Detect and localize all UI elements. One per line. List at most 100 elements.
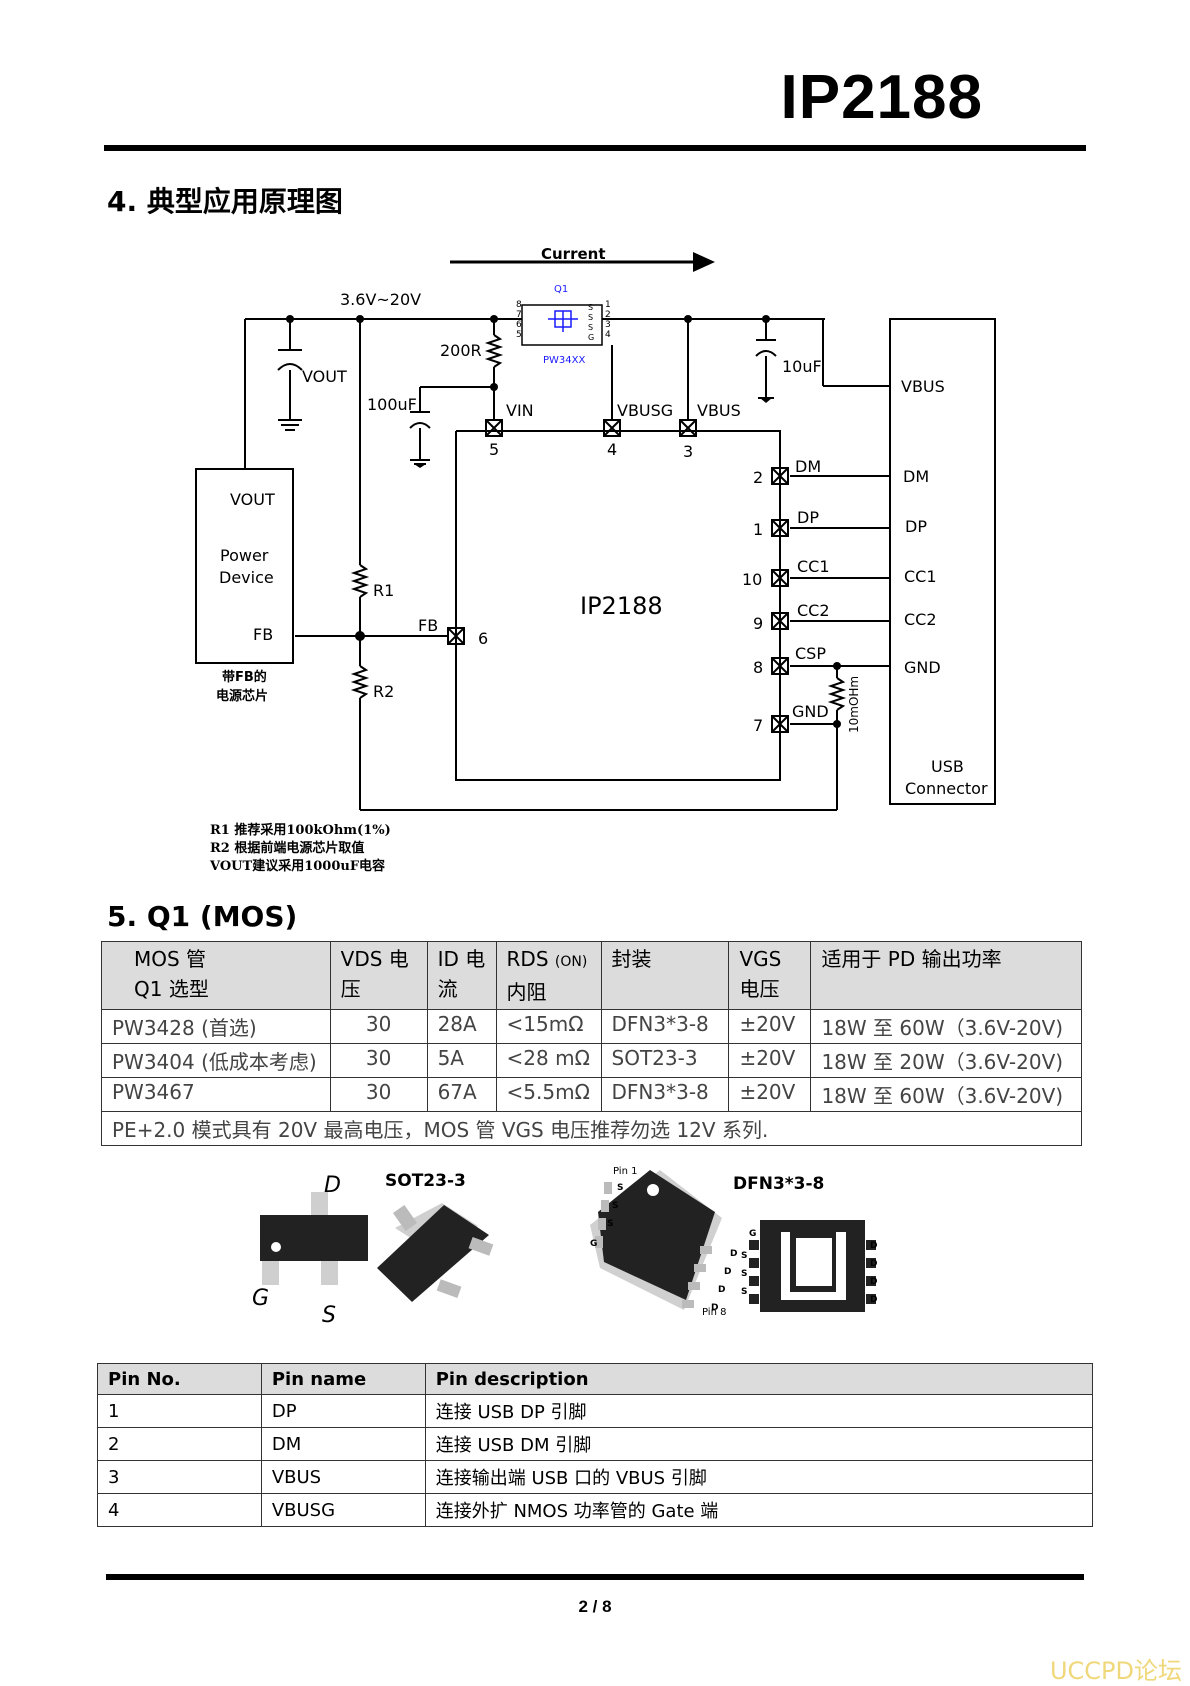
dfn-right-d1: D [730,1249,737,1259]
q1-pin-letter-4: G [588,333,594,342]
dfn-left-g: G [590,1239,597,1249]
resistor-200r-label: 200R [440,341,482,360]
current-label: Current [541,245,606,263]
dfn-pad-s1: S [741,1251,747,1261]
q1-label: Q1 [554,284,568,295]
q1-pin-letter-2: S [588,313,593,322]
note-r1: R1 推荐采用100kOhm(1%) [210,823,391,838]
q1-pin-7: 7 [516,310,522,320]
chip-name: IP2188 [580,592,663,620]
r1-label: R1 [373,581,394,600]
dfn-left-s1: S [617,1183,623,1193]
header-power: 适用于 PD 输出功率 [810,941,1082,1010]
dfn-pad-d4: D [870,1295,877,1305]
header-id: ID 电流 [426,941,497,1010]
dfn-right-d3: D [718,1285,725,1295]
r2-label: R2 [373,682,394,701]
q1-pin-5: 5 [516,330,522,340]
q1-part-label: PW34XX [543,355,585,366]
pin-vin-number: 5 [489,440,499,459]
sot23-pin-g: G [252,1286,269,1311]
dfn-left-s3: S [607,1219,613,1229]
table-header-row: Pin No. Pin name Pin description [97,1363,1094,1395]
header-rds: RDS (ON) 内阻 [495,941,602,1010]
header-rule [104,145,1086,151]
cap-10uf-label: 10uF [782,357,822,376]
usb-cc2: CC2 [904,610,937,629]
usb-gnd: GND [904,658,941,677]
dfn-title: DFN3*3-8 [733,1174,824,1194]
pin-vbusg-label: VBUSG [617,401,673,420]
header-pin-description: Pin description [424,1363,1094,1395]
pin-csp-label: CSP [795,644,826,663]
pin-dp-number: 1 [753,520,763,539]
pin-dm-label: DM [795,457,821,476]
application-schematic: Current 3.6V~20V VOUT 200R 100uF 10uF Q1… [195,245,996,811]
note-vout: VOUT建议采用1000uF电容 [210,859,386,874]
sense-resistor-label: 10mOHm [847,676,861,733]
document-title: IP2188 [780,63,983,132]
table-row: 3 VBUS 连接输出端 USB 口的 VBUS 引脚 [97,1460,1094,1494]
dfn-pad-d3: D [870,1277,877,1287]
table-row: 4 VBUSG 连接外扩 NMOS 功率管的 Gate 端 [97,1493,1094,1527]
header-package: 封装 [600,941,730,1010]
q1-pin-4: 4 [605,330,611,340]
dfn-pad-d1: D [870,1241,877,1251]
pin-cc1-number: 10 [742,570,762,589]
dfn-pad-s3: S [741,1287,747,1297]
pin-csp-number: 8 [753,658,763,677]
dfn-right-d4: D [711,1303,718,1313]
pin-description-table: Pin No. Pin name Pin description 1 DP 连接… [97,1363,1094,1527]
dfn-pad-g: G [749,1229,756,1239]
dfn-left-s2: S [612,1201,618,1211]
table-footnote: PE+2.0 模式具有 20V 最高电压，MOS 管 VGS 电压推荐勿选 12… [101,1111,1082,1146]
pin-fb-number: 6 [478,629,488,648]
q1-pin-letter-3: S [588,323,593,332]
pin-vbusg-number: 4 [607,440,617,459]
dfn-pad-s2: S [741,1269,747,1279]
current-arrow-head [693,252,715,272]
power-device-fb: FB [253,625,273,644]
table-row: PW3467 30 67A <5.5mΩ DFN3*3-8 ±20V 18W 至… [101,1077,1082,1112]
pin-dm-number: 2 [753,468,763,487]
usb-name-2: Connector [905,779,988,798]
power-device-caption-1: 带FB的 [222,669,267,685]
q1-pin-letter-1: S [588,303,593,312]
dfn-right-d2: D [724,1267,731,1277]
table-row: 1 DP 连接 USB DP 引脚 [97,1394,1094,1428]
pin-gnd-label: GND [792,702,829,721]
cap-100uf-label: 100uF [367,395,417,414]
vout-cap-label: VOUT [302,367,347,386]
usb-name-1: USB [931,757,964,776]
header-pin-no: Pin No. [97,1363,262,1395]
table-row: PW3428 (首选) 30 28A <15mΩ DFN3*3-8 ±20V 1… [101,1009,1082,1044]
q1-pin-2: 2 [605,310,611,320]
power-device-name-2: Device [219,568,274,587]
q1-pin-6: 6 [516,320,522,330]
usb-cc1: CC1 [904,567,937,586]
dfn-pin8-label: Pin 8 [702,1307,726,1318]
table-row: PW3404 (低成本考虑) 30 5A <28 mΩ SOT23-3 ±20V… [101,1043,1082,1078]
pin-gnd-number: 7 [753,716,763,735]
pin-vin-label: VIN [506,401,534,420]
pin-cc1-label: CC1 [797,557,830,576]
header-pin-name: Pin name [260,1363,426,1395]
power-device-vout: VOUT [230,490,275,509]
power-device-caption-2: 电源芯片 [216,688,268,704]
voltage-range-label: 3.6V~20V [340,290,421,309]
schematic-notes: R1 推荐采用100kOhm(1%) R2 根据前端电源芯片取值 VOUT建议采… [210,822,391,876]
pin-dp-label: DP [797,508,819,527]
q1-pin-3: 3 [605,320,611,330]
sot23-title: SOT23-3 [385,1171,466,1191]
header-vds: VDS 电压 [329,941,428,1010]
usb-dp: DP [905,517,927,536]
q1-pin-1: 1 [605,300,611,310]
table-row: 2 DM 连接 USB DM 引脚 [97,1427,1094,1461]
usb-vbus: VBUS [901,377,945,396]
page-number: 2 / 8 [578,1597,612,1616]
footer-rule [106,1574,1084,1580]
note-r2: R2 根据前端电源芯片取值 [210,841,365,856]
